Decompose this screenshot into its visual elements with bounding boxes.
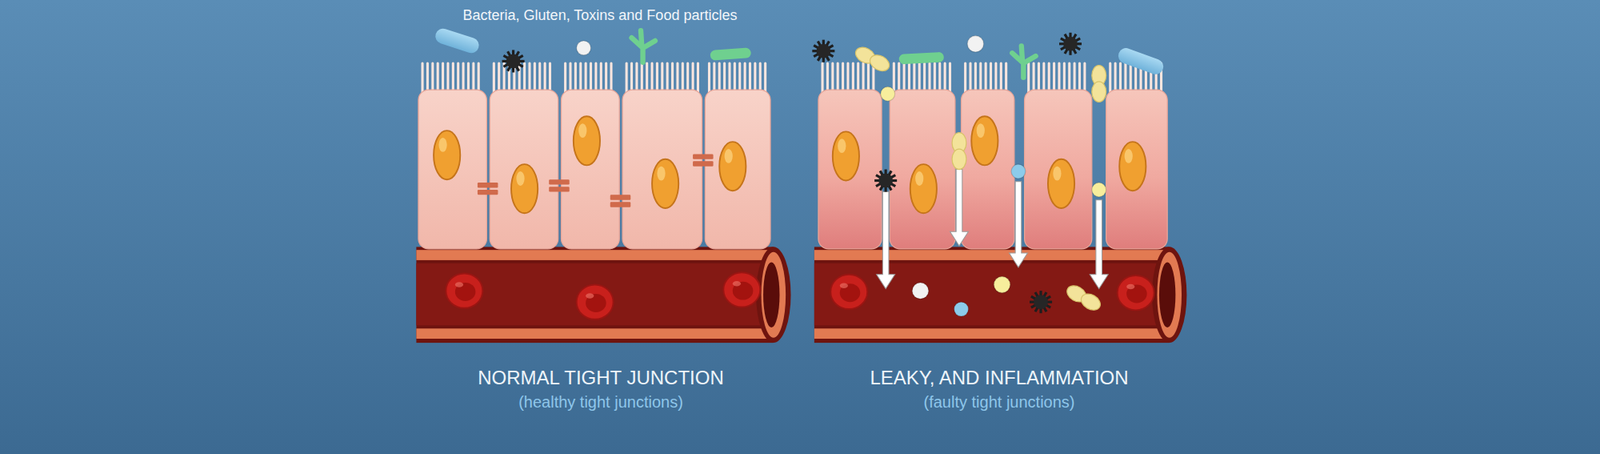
- panel-title: LEAKY, AND INFLAMMATION: [869, 366, 1128, 389]
- epithelial-cell: [622, 63, 702, 249]
- toxin-particle: [1029, 290, 1052, 313]
- leak-arrow: [876, 192, 896, 289]
- toxin-particle: [1059, 32, 1082, 56]
- epithelial-cell: [489, 63, 558, 249]
- food-particle: [576, 40, 592, 56]
- leak-arrow: [1089, 200, 1108, 289]
- toxin-particle: [812, 40, 835, 63]
- particles-label: Bacteria, Gluten, Toxins and Food partic…: [463, 7, 738, 24]
- epithelial-cell: [889, 63, 956, 249]
- epithelial-cell: [961, 63, 1015, 249]
- blood-vessel: [814, 246, 1188, 343]
- food-particle: [993, 276, 1010, 292]
- food-particle: [852, 44, 892, 74]
- epithelial-cell: [418, 63, 487, 249]
- food-particle: [1011, 164, 1026, 179]
- epithelial-cell: [561, 63, 620, 249]
- tight-junction: [477, 182, 499, 195]
- tight-junction: [692, 153, 714, 166]
- food-particle: [1092, 65, 1107, 103]
- red-blood-cell: [445, 272, 483, 308]
- tight-junction: [610, 194, 632, 207]
- epithelial-cell: [704, 63, 771, 249]
- epithelial-cell: [1106, 63, 1168, 249]
- red-blood-cell: [830, 274, 868, 309]
- bacteria: [1116, 45, 1166, 76]
- bacteria: [433, 26, 481, 56]
- gluten-particle: [632, 30, 656, 62]
- toxin-particle: [502, 49, 525, 72]
- food-particle: [880, 86, 896, 101]
- gluten-particle: [709, 47, 752, 60]
- toxin-particle: [874, 169, 897, 192]
- food-particle: [912, 282, 928, 299]
- red-blood-cell: [576, 284, 614, 319]
- food-particle: [954, 301, 969, 316]
- panel-subtitle: (faulty tight junctions): [924, 392, 1076, 412]
- food-particle: [1092, 182, 1107, 197]
- panel-title: NORMAL TIGHT JUNCTION: [477, 366, 724, 389]
- epithelial-cell: [818, 63, 882, 249]
- tight-junction: [548, 179, 570, 192]
- illustration: [416, 26, 1187, 343]
- food-particle: [967, 36, 984, 52]
- epithelial-cell: [1024, 63, 1092, 249]
- panel-subtitle: (healthy tight junctions): [518, 392, 684, 412]
- gluten-particle: [1012, 45, 1036, 77]
- red-blood-cell: [1117, 275, 1155, 310]
- red-blood-cell: [723, 272, 760, 307]
- food-particle: [1064, 282, 1104, 313]
- gluten-particle: [898, 52, 944, 65]
- blood-vessel: [416, 246, 791, 343]
- leak-arrow: [950, 169, 969, 247]
- leak-arrow: [1008, 181, 1028, 268]
- food-particle: [952, 132, 967, 170]
